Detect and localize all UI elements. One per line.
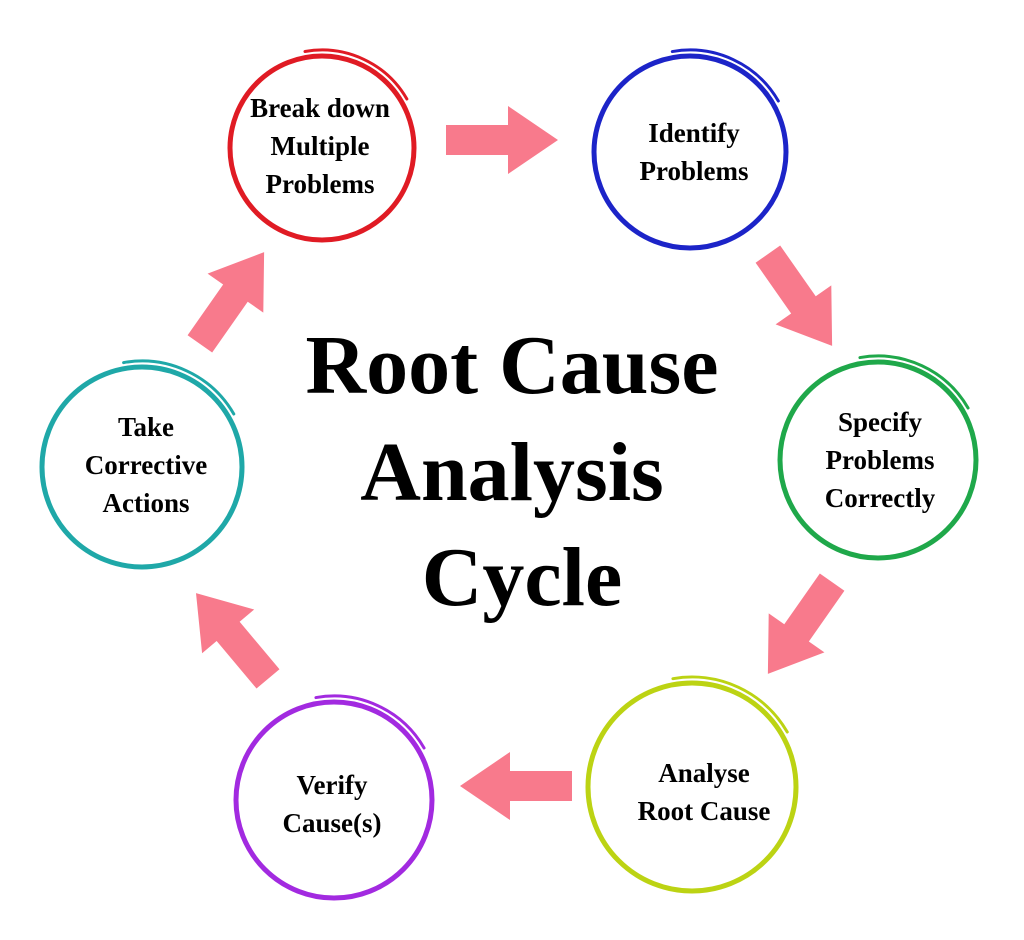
- node-ring-tail: [671, 675, 789, 734]
- node-label-line: Correctly: [824, 483, 936, 513]
- node-label-identify: Identify Problems: [640, 114, 749, 190]
- node-label-line: Verify: [296, 770, 368, 800]
- node-circle-identify: [591, 48, 789, 251]
- node-ring-tail: [314, 694, 426, 750]
- node-label-line: Identify: [648, 118, 740, 148]
- node-label-verify: Verify Cause(s): [283, 766, 382, 842]
- node-label-line: Problems: [265, 169, 375, 199]
- arrow-identify-to-specify: [755, 245, 833, 346]
- node-ring: [39, 364, 245, 570]
- node-ring: [227, 53, 417, 243]
- node-label-line: Cause(s): [282, 808, 382, 838]
- node-label-break-down: Break down Multiple Problems: [250, 89, 390, 203]
- node-label-specify: Specify Problems Correctly: [825, 403, 935, 517]
- title-line-1: Root Cause: [305, 319, 719, 412]
- node-label-line: Take: [117, 412, 175, 442]
- node-circle-specify: [777, 354, 979, 561]
- node-circle-break-down: [227, 48, 417, 243]
- title-line-3: Cycle: [421, 531, 623, 624]
- node-ring: [585, 680, 799, 894]
- node-ring-tail: [858, 354, 970, 410]
- node-ring-tail: [122, 359, 236, 416]
- node-ring: [233, 699, 435, 901]
- node-label-line: Problems: [825, 445, 935, 475]
- title-line-2: Analysis: [360, 426, 664, 519]
- node-circle-analyse: [585, 675, 799, 894]
- node-label-line: Corrective: [84, 450, 208, 480]
- node-label-line: Actions: [102, 488, 190, 518]
- node-label-take-corrective: Take Corrective Actions: [85, 408, 207, 522]
- node-label-line: Root Cause: [637, 796, 771, 826]
- node-label-line: Analyse: [658, 758, 750, 788]
- arrow-break-down-to-identify: [446, 106, 558, 174]
- node-label-analyse: Analyse Root Cause: [638, 754, 771, 830]
- node-circle-verify: [233, 694, 435, 901]
- node-label-line: Problems: [639, 156, 749, 186]
- node-ring: [591, 53, 789, 251]
- arrow-take-corrective-to-break-down: [187, 252, 265, 353]
- node-label-line: Multiple: [270, 131, 370, 161]
- node-label-line: Break down: [250, 93, 390, 123]
- node-label-line: Specify: [837, 407, 922, 437]
- node-ring-tail: [303, 48, 409, 101]
- node-ring-tail: [670, 48, 780, 103]
- node-circle-take-corrective: [39, 359, 245, 570]
- node-ring: [777, 359, 979, 561]
- arrow-analyse-to-verify: [460, 752, 572, 820]
- arrow-verify-to-take-corrective: [196, 593, 280, 689]
- arrow-specify-to-analyse: [767, 573, 845, 674]
